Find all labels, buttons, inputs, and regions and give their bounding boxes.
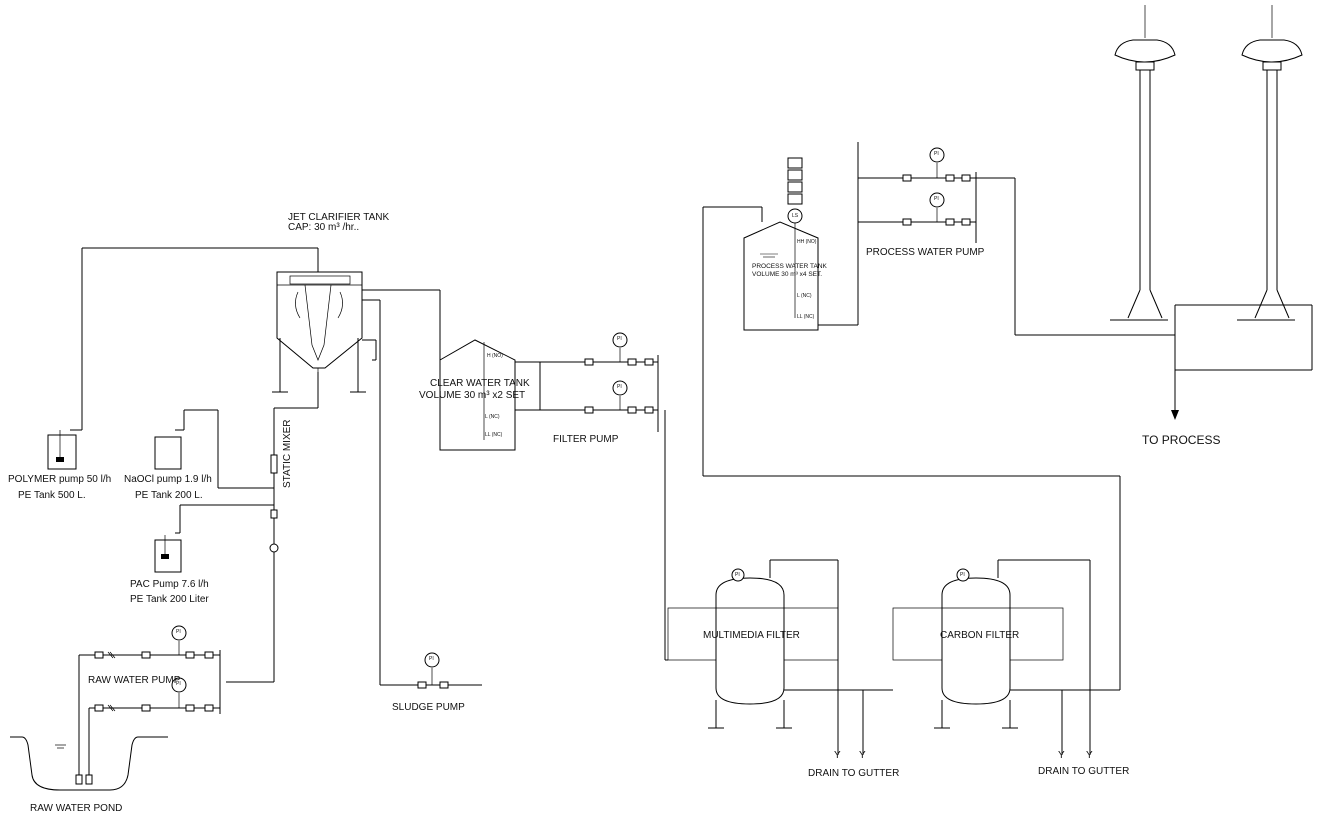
polymer-tank [47,434,77,470]
drain-to-gutter-label-1: DRAIN TO GUTTER [808,768,899,779]
pressure-indicator [612,380,628,396]
multimedia-filter: PI MULTIMEDIA FILTER Y Y DRAIN TO GUTTER [667,559,899,779]
pressure-indicator [956,568,970,582]
pi-tag: PI [429,656,434,662]
to-process-label: TO PROCESS [1142,433,1220,447]
process-water-pump-group: PI PI PROCESS WATER PUMP [858,147,1016,335]
process-water-volume-label: VOLUME 30 m³ x4 SET. [752,271,822,278]
elevated-tower-1 [1015,5,1176,410]
carbon-filter-label: CARBON FILTER [940,630,1019,641]
drain-symbol: Y [834,750,841,761]
pi-tag: PI [617,384,622,390]
naocl-tank-label: PE Tank 200 L. [135,490,203,501]
pressure-indicator [171,677,187,693]
pac-tank-label: PE Tank 200 Liter [130,594,209,605]
pressure-indicator [424,652,440,668]
pac-dosing: PAC Pump 7.6 l/h PE Tank 200 Liter [130,505,209,605]
drain-symbol: Y [859,750,866,761]
pi-tag: PI [934,196,939,202]
drain-symbol: Y [1086,750,1093,761]
polymer-tank-label: PE Tank 500 L. [18,490,86,501]
raw-water-pump-label: RAW WATER PUMP [88,675,181,686]
pi-tag: PI [934,151,939,157]
naocl-pump-label: NaOCl pump 1.9 l/h [124,474,212,485]
clear-water-tank-label: CLEAR WATER TANK [430,378,530,389]
naocl-tank [154,436,182,470]
level-switch-l: L (NC) [797,293,812,299]
level-switch-hh: HH (NO) [797,239,817,245]
multimedia-filter-label: MULTIMEDIA FILTER [703,630,800,641]
process-water-tank-label: PROCESS WATER TANK [752,263,828,270]
pac-pump-label: PAC Pump 7.6 l/h [130,579,209,590]
level-switch-l: L (NC) [485,414,500,420]
polymer-dosing: POLYMER pump 50 l/h PE Tank 500 L. [8,247,319,501]
level-switch-ll: LL (NC) [485,432,503,438]
carbon-filter: PI CARBON FILTER Y Y DRAIN TO GUTTER [702,206,1129,777]
jet-clarifier-title: JET CLARIFIER TANK [288,212,389,223]
raw-water-pump-group: PI PI RAW WATER PUMP [79,625,274,714]
pressure-indicator [612,332,628,348]
pressure-indicator [171,625,187,641]
naocl-dosing: NaOCl pump 1.9 l/h PE Tank 200 L. [124,409,219,501]
filter-pump-group: PI PI FILTER PUMP [540,332,668,661]
ls-tag: LS [792,213,799,219]
pressure-indicator [731,568,745,582]
to-process-outlet: TO PROCESS [1142,410,1220,447]
sludge-pump-label: SLUDGE PUMP [392,702,465,713]
drain-symbol: Y [1058,750,1065,761]
filter-pump-label: FILTER PUMP [553,434,619,445]
pressure-indicator [929,147,945,163]
clear-water-volume-label: VOLUME 30 m³ x2 SET [419,390,525,401]
polymer-pump-label: POLYMER pump 50 l/h [8,474,111,485]
pi-tag: PI [176,681,181,687]
raw-water-pond-label: RAW WATER POND [30,803,122,814]
static-mixer-line: STATIC MIXER [180,372,319,682]
static-mixer-label: STATIC MIXER [282,419,293,488]
pressure-indicator [929,192,945,208]
pi-tag: PI [617,336,622,342]
process-water-pump-label: PROCESS WATER PUMP [866,247,985,258]
pi-tag: PI [735,572,740,578]
jet-clarifier-capacity: CAP: 30 m³ /hr.. [288,222,359,233]
raw-water-pond: RAW WATER POND [10,655,168,814]
pi-tag: PI [960,572,965,578]
sludge-pump-group: PI SLUDGE PUMP [380,652,482,713]
clear-water-tank: H (NO) L (NC) LL (NC) CLEAR WATER TANK V… [419,339,541,451]
pi-tag: PI [176,629,181,635]
level-switch-h: H (NO) [487,353,503,359]
jet-clarifier-tank: JET CLARIFIER TANK CAP: 30 m³ /hr.. [272,212,441,685]
elevated-tower-2 [1175,5,1313,371]
drain-to-gutter-label-2: DRAIN TO GUTTER [1038,766,1129,777]
process-water-tank: LS HH (NO) PROCESS WATER TANK VOLUME 30 … [743,142,859,331]
level-switch-ll: LL (NC) [797,314,815,320]
